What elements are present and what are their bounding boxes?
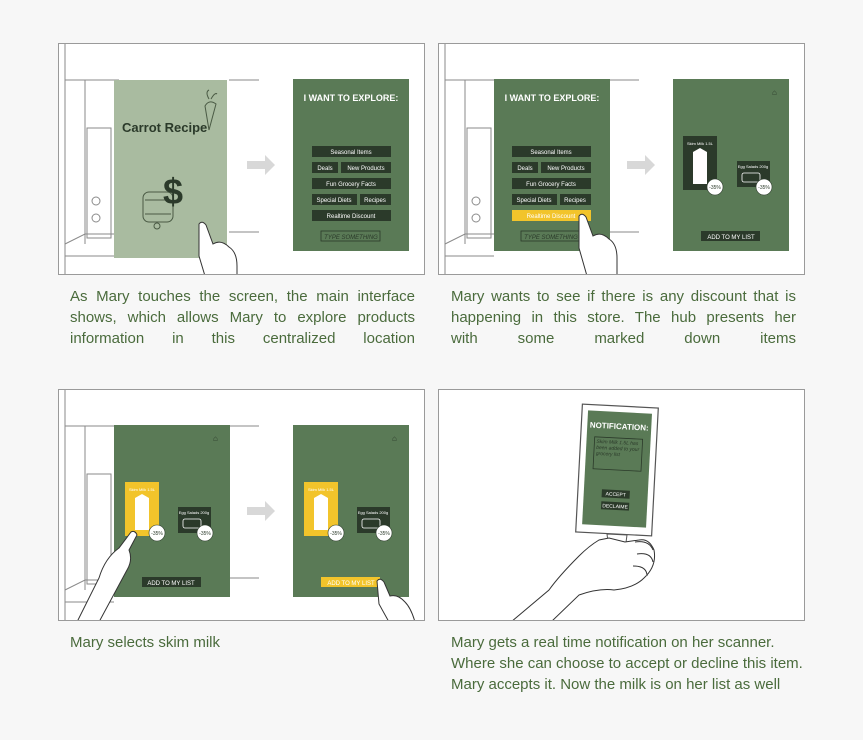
svg-text:Egg Salads 200g: Egg Salads 200g: [358, 510, 388, 515]
arrow-right-icon: [247, 501, 275, 521]
arrow-right-icon: [247, 155, 275, 175]
home-icon[interactable]: ⌂: [392, 434, 397, 443]
hand-pointer: [198, 221, 238, 274]
btn-recipes[interactable]: Recipes: [360, 194, 391, 205]
caption-2: Mary wants to see if there is any discou…: [451, 288, 796, 347]
svg-text:-35%: -35%: [378, 531, 390, 537]
search-input[interactable]: TYPE SOMETHING: [320, 230, 381, 242]
product-card-egg-salad[interactable]: Egg Salads 200g -35%: [737, 161, 773, 196]
svg-text:Special Diets: Special Diets: [516, 198, 551, 204]
notification-title: NOTIFICATION:: [590, 421, 649, 433]
svg-text:ADD TO MY LIST: ADD TO MY LIST: [327, 581, 375, 587]
svg-text:Egg Salads 200g: Egg Salads 200g: [179, 510, 209, 515]
svg-text:TYPE SOMETHING: TYPE SOMETHING: [324, 235, 378, 241]
carrot-icon: [204, 89, 218, 131]
product-card-skim-milk-selected[interactable]: Skim Milk 1.5L -35%: [125, 482, 166, 542]
svg-text:-35%: -35%: [199, 531, 211, 537]
svg-text:Skim Milk 1.5L: Skim Milk 1.5L: [129, 487, 156, 492]
caption-1: As Mary touches the screen, the main int…: [70, 288, 415, 347]
svg-text:DECLAIME: DECLAIME: [602, 503, 629, 510]
btn-deals[interactable]: Deals: [312, 162, 338, 173]
storyboard-panel-4: NOTIFICATION: Skim Milk 1.5L has been ad…: [438, 389, 805, 621]
svg-text:TYPE SOMETHING: TYPE SOMETHING: [524, 235, 578, 241]
svg-text:-35%: -35%: [758, 185, 770, 191]
svg-text:Special Diets: Special Diets: [316, 198, 351, 204]
add-to-list-button[interactable]: ADD TO MY LIST: [142, 577, 201, 587]
hand-holding: [512, 537, 655, 620]
handheld-scanner: NOTIFICATION: Skim Milk 1.5L has been ad…: [575, 403, 659, 551]
btn-fun-grocery-facts[interactable]: Fun Grocery Facts: [312, 178, 391, 189]
dollar-icon: $: [163, 171, 183, 212]
arrow-right-icon: [627, 155, 655, 175]
svg-text:Deals: Deals: [517, 166, 532, 172]
accept-button[interactable]: ACCEPT: [601, 489, 630, 499]
home-icon[interactable]: ⌂: [772, 88, 777, 97]
hand-pointer: [578, 213, 618, 274]
svg-text:Fun Grocery Facts: Fun Grocery Facts: [326, 182, 376, 188]
svg-text:Egg Salads 200g: Egg Salads 200g: [738, 164, 768, 169]
recipe-poster[interactable]: [114, 80, 227, 258]
svg-text:Realtime Discount: Realtime Discount: [327, 214, 376, 220]
poster-title: Carrot Recipe: [122, 120, 207, 135]
product-card-egg-salad[interactable]: Egg Salads 200g -35%: [357, 507, 393, 542]
btn-realtime-discount-highlighted[interactable]: Realtime Discount: [512, 210, 591, 221]
btn-seasonal-items[interactable]: Seasonal Items: [312, 146, 391, 157]
btn-recipes[interactable]: Recipes: [560, 194, 591, 205]
notification-message: Skim Milk 1.5L has been added to your gr…: [595, 438, 640, 459]
caption-3: Mary selects skim milk: [70, 634, 221, 651]
svg-text:New Products: New Products: [547, 166, 584, 172]
storyboard-panel-2: I WANT TO EXPLORE: Seasonal Items Deals …: [438, 43, 805, 275]
btn-new-products[interactable]: New Products: [341, 162, 391, 173]
storyboard-panel-3: ⌂ Skim Milk 1.5L -35% Egg Salads 200g -3…: [58, 389, 425, 621]
svg-text:Seasonal Items: Seasonal Items: [330, 150, 371, 156]
svg-text:ADD TO MY LIST: ADD TO MY LIST: [707, 235, 755, 241]
decline-button[interactable]: DECLAIME: [600, 501, 630, 511]
hand-pointer: [376, 578, 415, 620]
screen-title: I WANT TO EXPLORE:: [304, 93, 399, 103]
svg-text:Recipes: Recipes: [564, 198, 586, 204]
add-to-list-button[interactable]: ADD TO MY LIST: [701, 231, 760, 241]
screen-title: I WANT TO EXPLORE:: [505, 93, 600, 103]
svg-text:ACCEPT: ACCEPT: [605, 491, 626, 498]
btn-special-diets[interactable]: Special Diets: [512, 194, 557, 205]
caption-4: Mary gets a real time notification on he…: [451, 634, 803, 693]
svg-text:-35%: -35%: [709, 185, 721, 191]
add-to-list-button-highlighted[interactable]: ADD TO MY LIST: [321, 577, 380, 587]
svg-text:Seasonal Items: Seasonal Items: [530, 150, 571, 156]
svg-text:Fun Grocery Facts: Fun Grocery Facts: [526, 182, 576, 188]
btn-realtime-discount[interactable]: Realtime Discount: [312, 210, 391, 221]
product-card-egg-salad[interactable]: Egg Salads 200g -35%: [178, 507, 214, 542]
svg-text:New Products: New Products: [347, 166, 384, 172]
svg-text:Realtime Discount: Realtime Discount: [527, 214, 576, 220]
svg-text:Skim Milk 1.5L: Skim Milk 1.5L: [308, 487, 335, 492]
product-card-skim-milk[interactable]: Skim Milk 1.5L -35%: [683, 136, 724, 196]
svg-text:Deals: Deals: [317, 166, 332, 172]
btn-fun-grocery-facts[interactable]: Fun Grocery Facts: [512, 178, 591, 189]
btn-special-diets[interactable]: Special Diets: [312, 194, 357, 205]
btn-deals[interactable]: Deals: [512, 162, 538, 173]
home-icon[interactable]: ⌂: [213, 434, 218, 443]
svg-text:Recipes: Recipes: [364, 198, 386, 204]
product-card-skim-milk-selected[interactable]: Skim Milk 1.5L -35%: [304, 482, 345, 542]
btn-new-products[interactable]: New Products: [541, 162, 591, 173]
jar-icon: [142, 191, 174, 230]
storyboard-panel-1: Carrot Recipe $ I WANT TO EXPLORE: Seaso…: [58, 43, 425, 275]
svg-text:-35%: -35%: [330, 531, 342, 537]
svg-text:ADD TO MY LIST: ADD TO MY LIST: [147, 581, 195, 587]
svg-text:Skim Milk 1.5L: Skim Milk 1.5L: [687, 141, 714, 146]
btn-seasonal-items[interactable]: Seasonal Items: [512, 146, 591, 157]
hand-pointer: [77, 530, 138, 620]
svg-text:-35%: -35%: [151, 531, 163, 537]
